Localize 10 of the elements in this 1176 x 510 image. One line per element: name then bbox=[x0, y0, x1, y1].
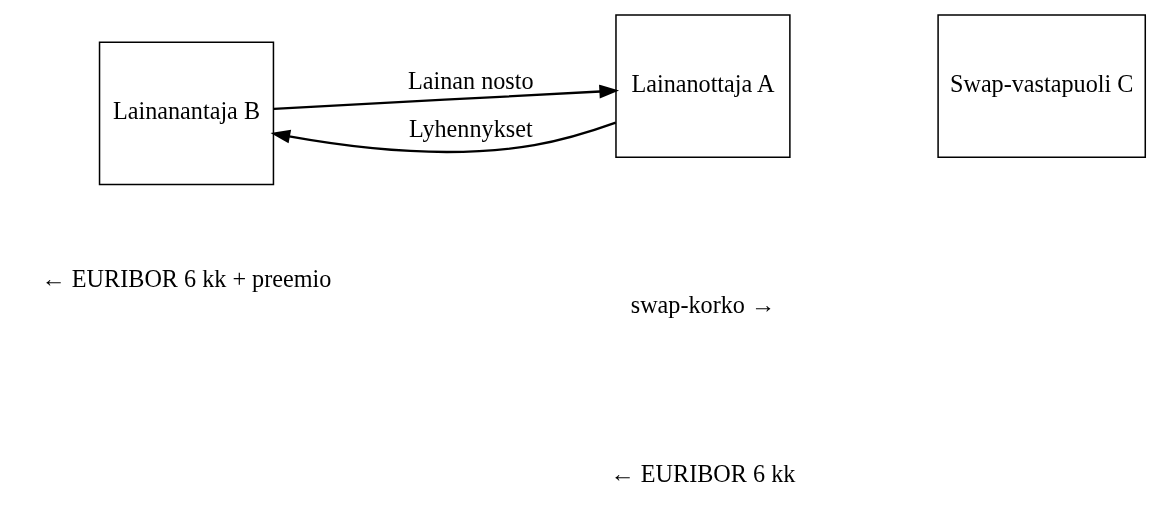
node-box: Lainanantaja B bbox=[98, 41, 275, 185]
node-box: Lainanottaja A bbox=[615, 13, 791, 158]
arrow bbox=[270, 121, 617, 153]
arrow bbox=[273, 84, 620, 110]
edge-label: Lyhennykset bbox=[408, 114, 533, 142]
label: swap-korko → bbox=[630, 290, 776, 318]
node-box: Swap-vastapuoli C bbox=[937, 13, 1147, 158]
label: ← EURIBOR 6 kk bbox=[610, 459, 796, 487]
label: ← EURIBOR 6 kk + preemio bbox=[41, 264, 332, 292]
edge-label: Lainan nosto bbox=[407, 66, 534, 94]
